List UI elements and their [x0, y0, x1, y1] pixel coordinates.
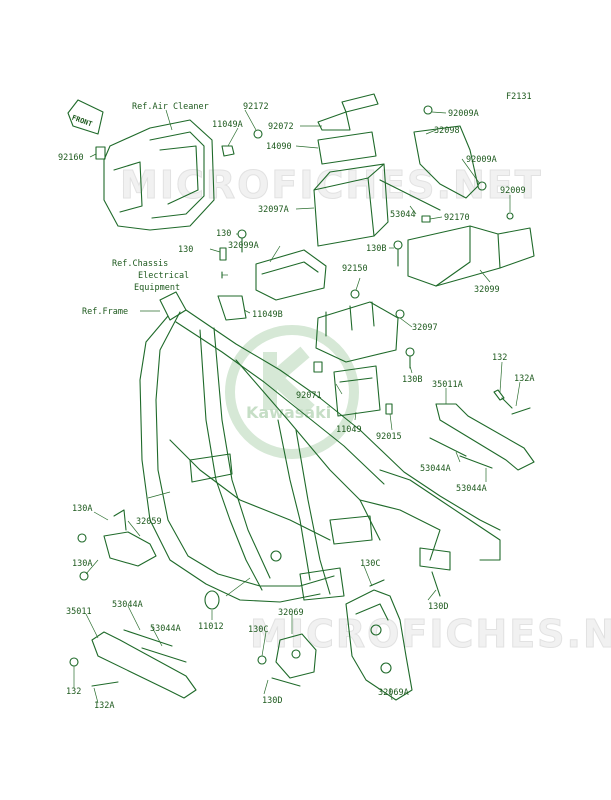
label-132-left: 132 [66, 687, 81, 697]
label-11012: 11012 [198, 622, 224, 632]
label-32099a: 32099A [228, 241, 259, 251]
label-130d-right: 130D [428, 602, 448, 612]
label-92160: 92160 [58, 153, 84, 163]
label-92009a-1: 92009A [448, 109, 479, 119]
battery-strap-92072 [317, 93, 379, 131]
label-130b-top: 130B [366, 244, 386, 254]
label-53044a-right-1: 53044A [420, 464, 451, 474]
part-11049a-clamp [221, 145, 235, 157]
side-cover-32098 [413, 105, 514, 220]
bracket-32059 [77, 509, 157, 581]
bolt-130b-top [393, 240, 403, 267]
step-bracket-32069 [257, 633, 317, 687]
label-92009a-2: 92009A [466, 155, 497, 165]
label-32097: 32097 [412, 323, 438, 333]
label-32097a: 32097A [258, 205, 289, 215]
label-35011: 35011 [66, 607, 92, 617]
label-130-mid: 130 [178, 245, 193, 255]
label-92170: 92170 [444, 213, 470, 223]
label-35011a: 35011A [432, 380, 463, 390]
label-132a-right: 132A [514, 374, 534, 384]
grommet-11012 [204, 590, 220, 610]
label-32059: 32059 [136, 517, 162, 527]
label-ref-chassis: Ref.Chassis [112, 259, 168, 269]
watermark-top: MICROFICHES.NET [120, 163, 543, 207]
label-130c-right: 130C [360, 559, 380, 569]
label-92009: 92009 [500, 186, 526, 196]
label-132-right: 132 [492, 353, 507, 363]
label-92071: 92071 [296, 391, 322, 401]
label-92015: 92015 [376, 432, 402, 442]
battery-pad-14090 [317, 131, 377, 165]
battery-case-32097 [315, 289, 405, 363]
box-32099 [407, 225, 535, 287]
label-ref-frame: Ref.Frame [82, 307, 128, 317]
part-labels: Ref.Air Cleaner 92172 11049A 92160 92072… [58, 102, 534, 711]
leader-lines [73, 109, 521, 704]
label-92150: 92150 [342, 264, 368, 274]
label-53044a-left-2: 53044A [150, 624, 181, 634]
bracket-11049 [313, 361, 393, 417]
label-32098: 32098 [434, 126, 460, 136]
label-130c-left: 130C [248, 625, 268, 635]
label-130a-1: 130A [72, 504, 92, 514]
label-11049: 11049 [336, 425, 362, 435]
kawasaki-logo: Kawasaki [225, 325, 359, 459]
step-bracket-32069a [345, 571, 441, 701]
label-53044a-right-2: 53044A [456, 484, 487, 494]
label-11049a: 11049A [212, 120, 243, 130]
label-53044a-left-1: 53044A [112, 600, 143, 610]
figure-code: F2131 [506, 92, 532, 102]
label-130d-left: 130D [262, 696, 282, 706]
footrest-bracket-35011 [69, 629, 197, 699]
front-arrow-icon: FRONT [67, 99, 104, 135]
label-32099: 32099 [474, 285, 500, 295]
footrest-bracket-35011a [429, 389, 535, 471]
watermark-bottom: MICROFICHES.NET [250, 612, 611, 656]
label-14090: 14090 [266, 142, 292, 152]
part-92160 [95, 146, 106, 160]
label-equipment: Equipment [134, 283, 180, 293]
label-92072: 92072 [268, 122, 294, 132]
bracket-11049b [217, 295, 247, 321]
label-electrical: Electrical [138, 271, 189, 281]
label-11049b: 11049B [252, 310, 283, 320]
label-130-top: 130 [216, 229, 231, 239]
frame-chassis [139, 291, 501, 603]
battery-32097a [313, 163, 389, 247]
label-132a-left: 132A [94, 701, 114, 711]
label-ref-air-cleaner: Ref.Air Cleaner [132, 102, 209, 112]
label-130a-2: 130A [72, 559, 92, 569]
part-92170 [421, 215, 431, 223]
rod-53044 [379, 179, 441, 211]
part-92172-bolt [253, 129, 263, 139]
label-130b: 130B [402, 375, 422, 385]
label-32069a: 32069A [378, 688, 409, 698]
label-53044: 53044 [390, 210, 416, 220]
air-cleaner-cover [95, 119, 215, 231]
tray-32099a [255, 249, 327, 301]
logo-text: Kawasaki [246, 403, 331, 422]
label-92172: 92172 [243, 102, 269, 112]
bolt-130b [405, 347, 415, 369]
label-32069: 32069 [278, 608, 304, 618]
